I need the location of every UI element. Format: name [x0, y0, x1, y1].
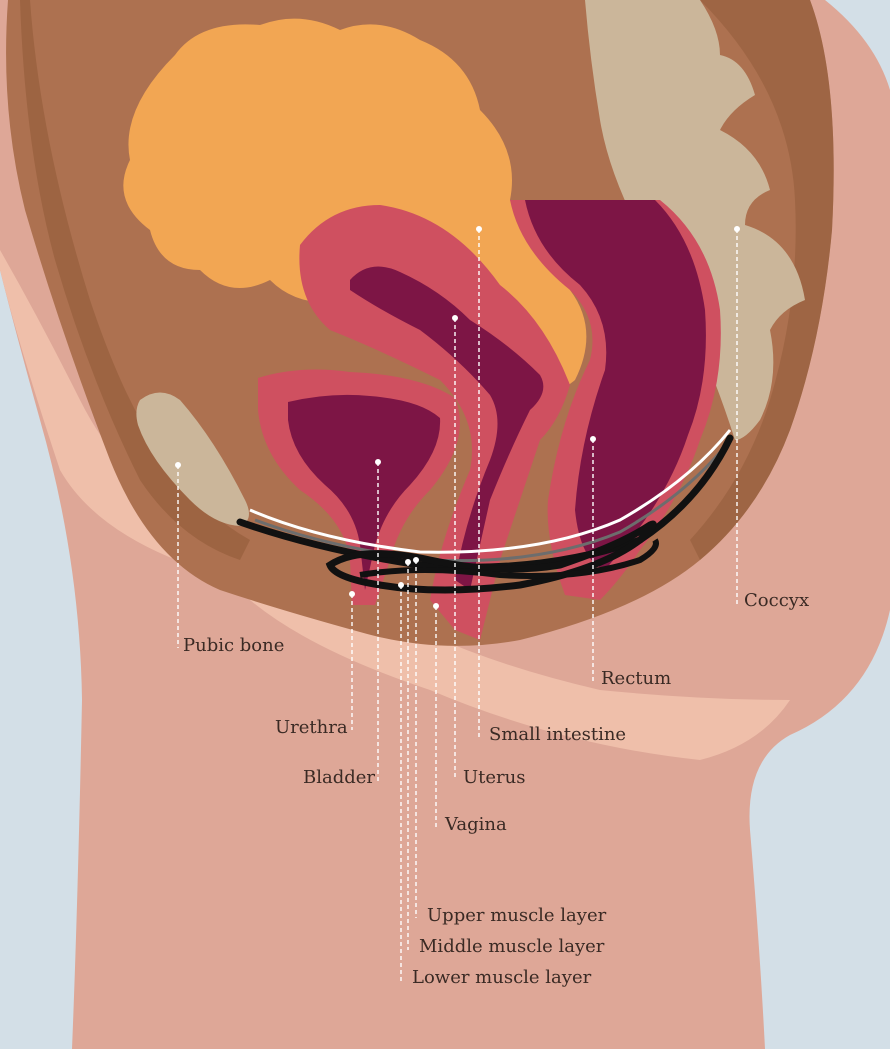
marker-urethra	[349, 591, 355, 597]
marker-coccyx	[734, 226, 740, 232]
label-uterus: Uterus	[463, 769, 526, 787]
marker-vagina	[433, 603, 439, 609]
label-rectum: Rectum	[601, 670, 671, 688]
label-urethra: Urethra	[275, 719, 348, 737]
marker-pubic-bone	[175, 462, 181, 468]
label-lower-muscle-layer: Lower muscle layer	[412, 969, 591, 987]
label-middle-muscle-layer: Middle muscle layer	[419, 938, 604, 956]
marker-uterus	[452, 315, 458, 321]
marker-bladder	[375, 459, 381, 465]
marker-middle-muscle-layer	[405, 559, 411, 565]
label-upper-muscle-layer: Upper muscle layer	[427, 907, 606, 925]
label-coccyx: Coccyx	[744, 592, 809, 610]
label-pubic-bone: Pubic bone	[183, 637, 284, 655]
marker-lower-muscle-layer	[398, 582, 404, 588]
marker-rectum	[590, 436, 596, 442]
label-small-intestine: Small intestine	[489, 726, 626, 744]
marker-small-intestine	[476, 226, 482, 232]
label-bladder: Bladder	[303, 769, 375, 787]
marker-upper-muscle-layer	[413, 557, 419, 563]
label-vagina: Vagina	[445, 816, 507, 834]
